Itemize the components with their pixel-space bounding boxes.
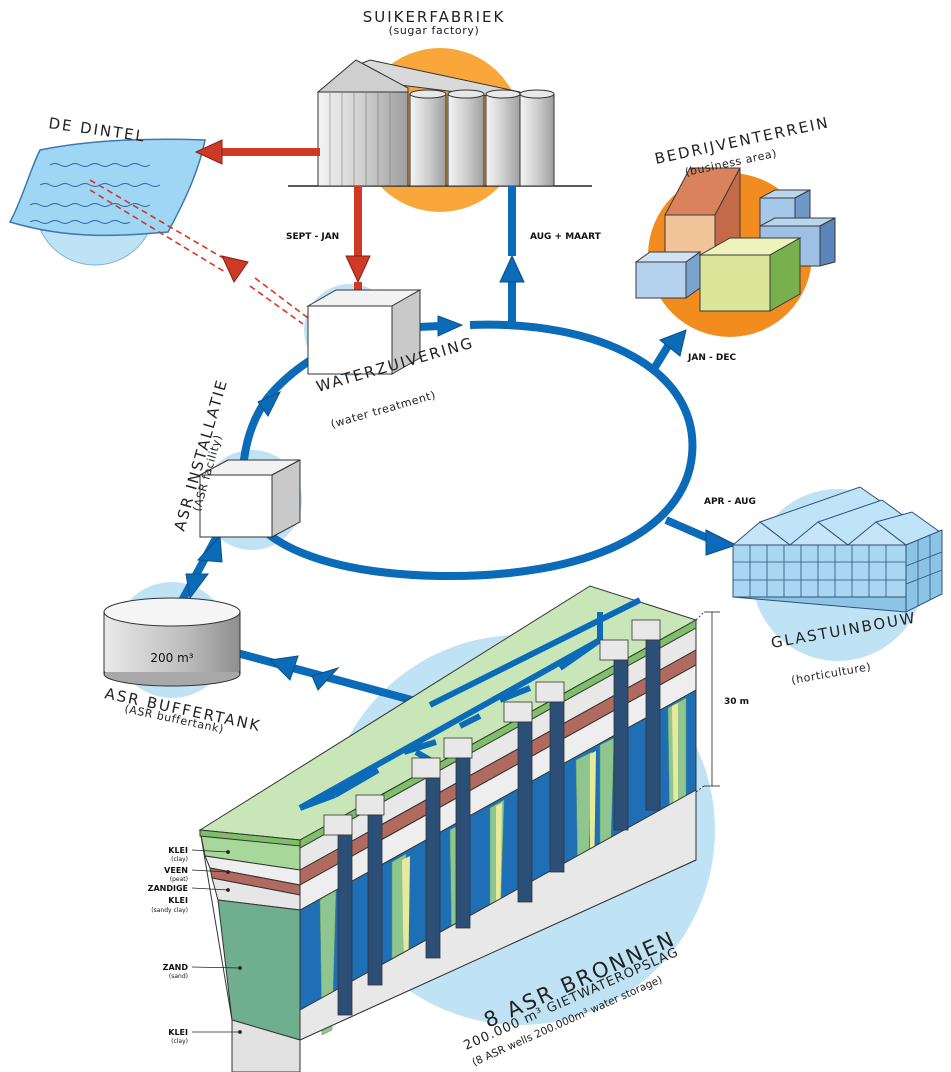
blue-arrow-left-down xyxy=(257,390,282,417)
water-treatment-box xyxy=(306,289,422,375)
well-3 xyxy=(411,757,441,959)
silo-2 xyxy=(447,93,485,187)
blue-arrow-up xyxy=(499,254,525,283)
well-2 xyxy=(355,794,385,986)
soil-layer-5-sub: (clay) xyxy=(171,1038,188,1045)
buffertank-capacity: 200 m³ xyxy=(150,651,193,665)
period-to-treatment: SEPT - JAN xyxy=(286,232,339,242)
blue-arrow-asr-down xyxy=(185,573,209,600)
silo-1 xyxy=(409,93,447,187)
soil-layer-1-name: VEEN xyxy=(164,866,188,875)
river-dintel xyxy=(8,138,206,237)
soil-layer-0-sub: (clay) xyxy=(171,856,188,863)
soil-layer-3-name: KLEI xyxy=(168,896,188,905)
sugar-factory-title: SUIKERFABRIEK xyxy=(363,8,506,26)
sugar-factory xyxy=(288,59,592,187)
soil-layer-1-sub: (peat) xyxy=(170,876,188,883)
soil-block xyxy=(198,585,698,1072)
period-to-horticulture: APR - AUG xyxy=(704,497,756,507)
horticulture-subtitle: (horticulture) xyxy=(790,660,872,687)
well-heads xyxy=(323,619,661,1016)
well-8 xyxy=(631,619,661,811)
blue-arrow-to-greenhouse xyxy=(705,529,738,556)
red-dashed-arrow xyxy=(221,255,249,283)
depth-indicator xyxy=(695,611,720,793)
main-silo xyxy=(317,91,409,187)
blue-pipe-to-greenhouse xyxy=(664,516,714,544)
sugar-factory-subtitle: (sugar factory) xyxy=(389,24,480,37)
period-to-factory: AUG + MAART xyxy=(530,232,602,242)
buffertank xyxy=(103,597,241,687)
soil-layer-2-name: ZANDIGE xyxy=(148,884,188,893)
soil-layer-5-name: KLEI xyxy=(168,1028,188,1037)
red-arrow-to-river xyxy=(194,139,223,165)
flow-pipes xyxy=(89,139,738,709)
blue-pipe-to-business xyxy=(648,343,672,375)
asr-facility-box xyxy=(199,459,301,538)
river-water xyxy=(8,138,206,237)
business-area-buildings xyxy=(634,167,836,312)
river-title: DE DINTEL xyxy=(47,114,147,145)
blue-arrow-right xyxy=(437,315,464,337)
soil-legend-ticks xyxy=(191,849,242,1034)
red-arrow-down xyxy=(345,255,371,284)
soil-layer-3-sub: (sandy clay) xyxy=(151,907,188,914)
soil-layer-4-name: ZAND xyxy=(163,963,189,972)
period-to-business: JAN - DEC xyxy=(687,353,736,363)
soil-layer-4-sub: (sand) xyxy=(169,973,188,980)
well-network xyxy=(298,597,642,811)
blue-arrow-to-tank xyxy=(268,655,299,681)
blue-arrow-to-wells xyxy=(311,666,340,691)
blue-arrow-to-business xyxy=(659,329,687,357)
well-1 xyxy=(323,814,353,1016)
well-6 xyxy=(535,681,565,873)
well-5 xyxy=(503,701,533,903)
depth-label: 30 m xyxy=(724,697,749,707)
silo-3 xyxy=(485,93,521,187)
soil-layer-0-name: KLEI xyxy=(168,846,188,855)
greenhouse xyxy=(731,486,943,613)
water-treatment-subtitle: (water treatment) xyxy=(329,388,437,430)
well-4 xyxy=(443,737,473,929)
soil-legend: KLEI (clay) VEEN (peat) ZANDIGE KLEI (sa… xyxy=(148,846,189,1045)
well-7 xyxy=(599,639,629,831)
blue-arrow-asr-up xyxy=(196,534,223,563)
silo-4 xyxy=(519,93,555,187)
